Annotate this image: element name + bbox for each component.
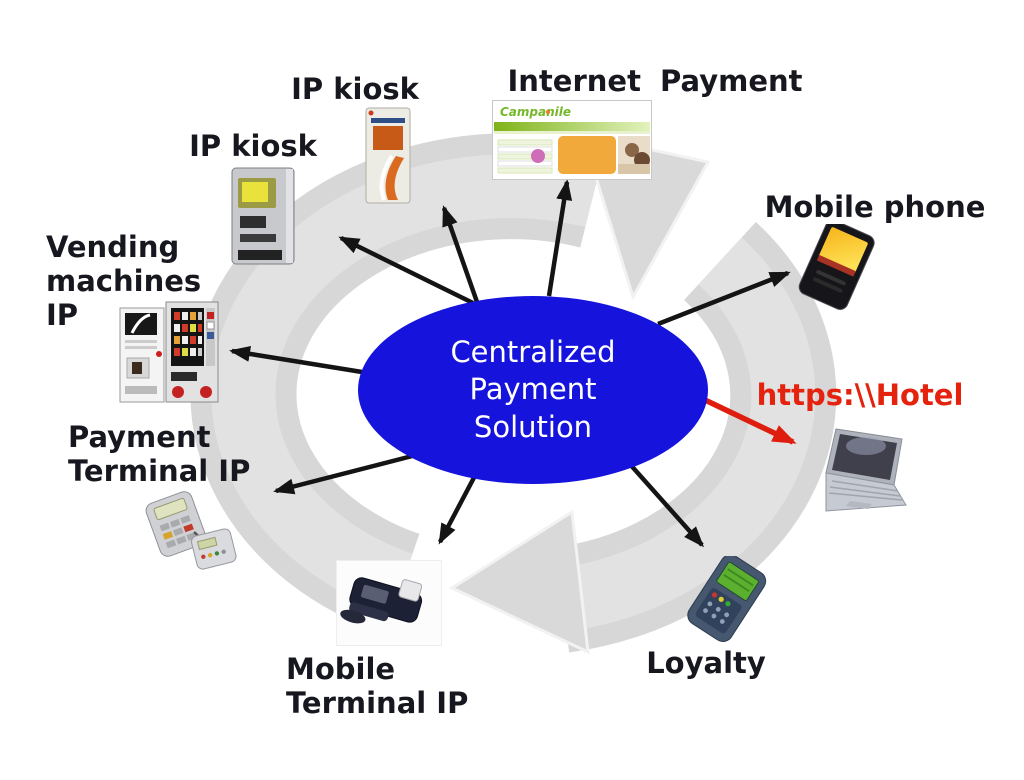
laptop-image [825,428,907,512]
arrow-to-hotel-red [703,397,797,445]
label-mobile-terminal-ip: Mobile Terminal IP [286,652,469,721]
central-hub-ellipse: Centralized Payment Solution [358,296,708,484]
label-vending-machines-ip: Vending machines IP [46,230,202,333]
arrow-to-mobile-phone [657,270,791,327]
atm-kiosk-image [231,167,295,265]
mobile-terminal-image [336,560,442,646]
label-https-hotel: https:\\Hotel [756,378,964,412]
label-mobile-phone: Mobile phone [764,190,986,224]
label-ip-kiosk-left: IP kiosk [189,129,317,163]
label-loyalty: Loyalty [646,646,766,680]
website-logo: Campanile [500,105,571,119]
arrow-to-atm-kiosk [338,235,474,306]
central-hub-title: Centralized Payment Solution [450,335,616,444]
payment-terminal-image [145,491,237,570]
terminal-screen [153,497,188,521]
arrow-to-loyalty [626,460,704,548]
website-screenshot-image: Campanile [492,100,652,180]
arrow-to-vending-machines [229,345,363,375]
label-payment-terminal-ip: Payment Terminal IP [68,420,251,489]
arrow-to-payment-terminal [273,451,421,495]
arrow-to-internet-payment [546,179,573,297]
connector-arrows [229,179,791,548]
mobile-phone-image [798,224,875,310]
flow-arrowhead-bottom [448,509,590,655]
loyalty-terminal-image [687,556,767,642]
arrow-to-mobile-terminal [438,468,480,545]
ticket-kiosk-image [365,107,411,204]
label-internet-payment: Internet Payment [507,64,803,98]
website-promo-panel [558,136,616,174]
arrow-to-ticket-kiosk [441,205,480,303]
terminal-screen [361,584,389,604]
kiosk-screen [373,126,403,150]
label-ip-kiosk-top: IP kiosk [291,72,419,106]
vending-machines-image [119,301,219,403]
